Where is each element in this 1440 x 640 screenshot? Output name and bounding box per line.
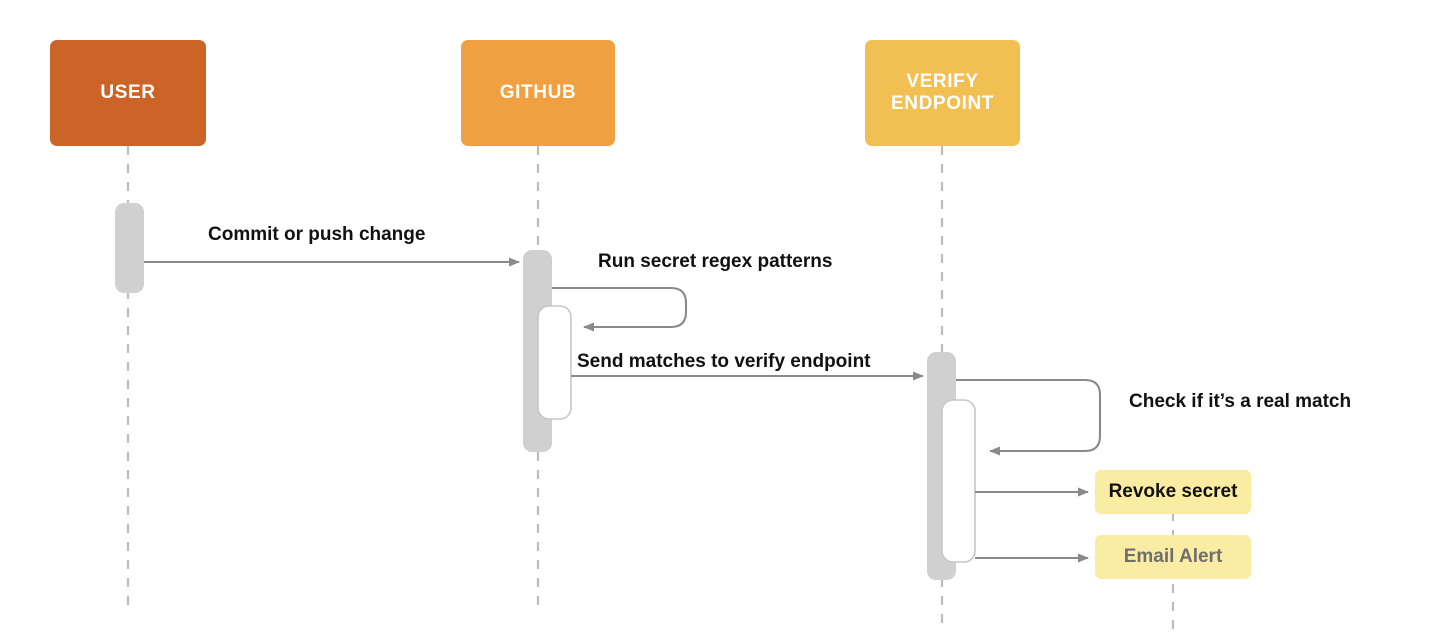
self-loop-check-match — [956, 378, 1102, 456]
actor-box-user[interactable]: USER — [50, 40, 206, 146]
note-label-email-alert: Email Alert — [1123, 546, 1223, 567]
note-label-revoke-secret: Revoke secret — [1108, 481, 1238, 502]
note-box-revoke-secret[interactable]: Revoke secret — [1095, 470, 1251, 514]
message-label-send-matches: Send matches to verify endpoint — [577, 351, 871, 372]
actor-box-github[interactable]: GITHUB — [461, 40, 615, 146]
actor-label-verify-endpoint: VERIFY ENDPOINT — [891, 71, 994, 116]
self-loop-run-regex — [552, 286, 688, 332]
message-label-check-real-match: Check if it’s a real match — [1129, 391, 1352, 412]
actor-label-github: GITHUB — [499, 81, 577, 103]
actor-label-verify-line-1: VERIFY — [906, 70, 979, 92]
activation-verify-nested — [941, 399, 976, 563]
activation-github-nested — [537, 305, 572, 420]
message-label-commit-or-push: Commit or push change — [208, 224, 426, 245]
actor-label-verify-line-2: ENDPOINT — [891, 93, 994, 114]
activation-nested-group — [537, 305, 976, 563]
actor-box-verify-endpoint[interactable]: VERIFY ENDPOINT — [865, 40, 1020, 146]
message-label-run-secret-regex: Run secret regex patterns — [598, 251, 833, 272]
actor-label-user: USER — [100, 81, 156, 103]
activation-user — [115, 203, 144, 293]
note-box-email-alert[interactable]: Email Alert — [1095, 535, 1251, 579]
messages-group — [144, 257, 1102, 563]
